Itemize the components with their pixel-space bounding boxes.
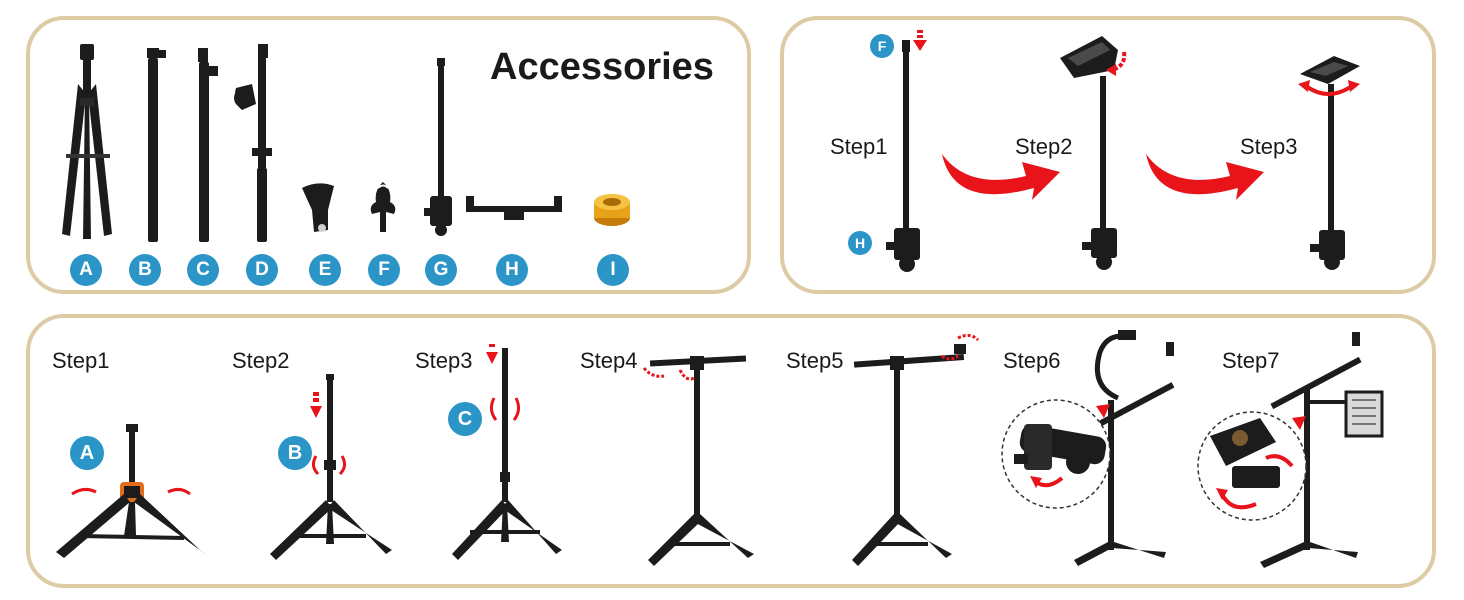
boom-arm-image bbox=[234, 44, 272, 242]
accessory-badge-f: F bbox=[368, 254, 400, 286]
setup-step3-label: Step3 bbox=[415, 348, 473, 373]
rotate-arrow-icon bbox=[1106, 51, 1127, 76]
down-arrow-icon bbox=[913, 30, 927, 51]
setup-step4-label: Step4 bbox=[580, 348, 638, 373]
assembly-step1-label: Step1 bbox=[830, 134, 888, 159]
extension-pole-c-image bbox=[198, 48, 218, 242]
setup-marker-b: B bbox=[278, 436, 312, 470]
accessories-title: Accessories bbox=[490, 46, 714, 88]
tablet-holder-image bbox=[466, 196, 562, 220]
gooseneck-step1-image bbox=[886, 40, 920, 272]
setup-step7-image bbox=[1197, 332, 1384, 568]
setup-marker-a: A bbox=[70, 436, 104, 470]
assembly-marker-f: F bbox=[870, 34, 894, 58]
accessory-badge-i: I bbox=[597, 254, 629, 286]
setup-step4-image bbox=[642, 355, 754, 566]
swivel-arrow-icon bbox=[1298, 80, 1360, 96]
curved-arrow-icon bbox=[942, 154, 1060, 200]
accessory-badge-e: E bbox=[309, 254, 341, 286]
phone-clip-image bbox=[370, 182, 396, 232]
accessories-panel bbox=[26, 16, 751, 294]
gooseneck-image bbox=[424, 58, 452, 236]
accessory-badge-c: C bbox=[187, 254, 219, 286]
assembly-step2-label: Step2 bbox=[1015, 134, 1073, 159]
setup-step2-label: Step2 bbox=[232, 348, 290, 373]
setup-step6-label: Step6 bbox=[1003, 348, 1061, 373]
setup-step6-image bbox=[1001, 330, 1175, 566]
setup-step5-image bbox=[852, 333, 980, 566]
extension-pole-b-image bbox=[147, 48, 166, 242]
assembly-step3-label: Step3 bbox=[1240, 134, 1298, 159]
gooseneck-step2-image bbox=[1060, 36, 1118, 270]
accessory-badge-g: G bbox=[425, 254, 457, 286]
accessory-badge-b: B bbox=[129, 254, 161, 286]
assembly-marker-h: H bbox=[848, 231, 872, 255]
tripod-base-image bbox=[62, 44, 112, 239]
setup-marker-c: C bbox=[448, 402, 482, 436]
gooseneck-step3-image bbox=[1300, 56, 1360, 270]
setup-step1-image bbox=[56, 424, 208, 558]
accessory-badge-d: D bbox=[246, 254, 278, 286]
setup-step2-image bbox=[270, 374, 392, 560]
setup-step7-label: Step7 bbox=[1222, 348, 1280, 373]
brass-adapter-image bbox=[594, 194, 630, 226]
setup-step1-label: Step1 bbox=[52, 348, 110, 373]
curved-arrow-icon-2 bbox=[1146, 154, 1264, 200]
accessory-badge-a: A bbox=[70, 254, 102, 286]
setup-step3-image bbox=[452, 344, 562, 560]
accessory-badge-h: H bbox=[496, 254, 528, 286]
mic-clip-image bbox=[302, 183, 334, 232]
setup-step5-label: Step5 bbox=[786, 348, 844, 373]
